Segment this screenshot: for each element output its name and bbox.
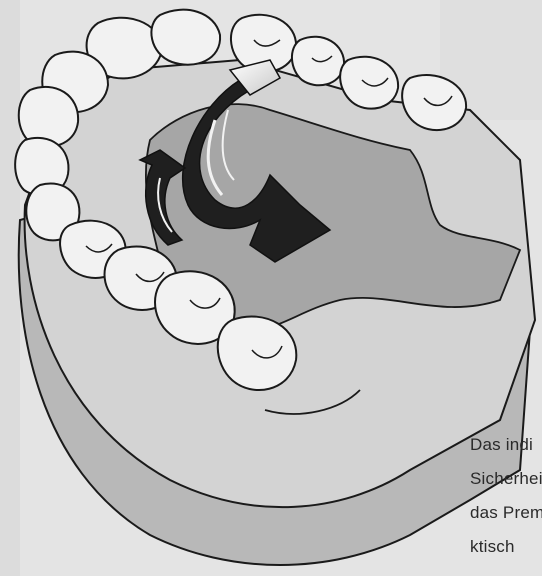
caption-line-1: Das indi	[470, 428, 542, 462]
tooth	[19, 87, 78, 147]
tooth	[151, 10, 220, 65]
caption-text: Das indi Sicherhei das Prem ktisch	[470, 428, 542, 564]
caption-line-2: Sicherhei	[470, 462, 542, 496]
caption-line-4: ktisch	[470, 530, 542, 564]
tooth	[218, 316, 297, 390]
caption-line-3: das Prem	[470, 496, 542, 530]
